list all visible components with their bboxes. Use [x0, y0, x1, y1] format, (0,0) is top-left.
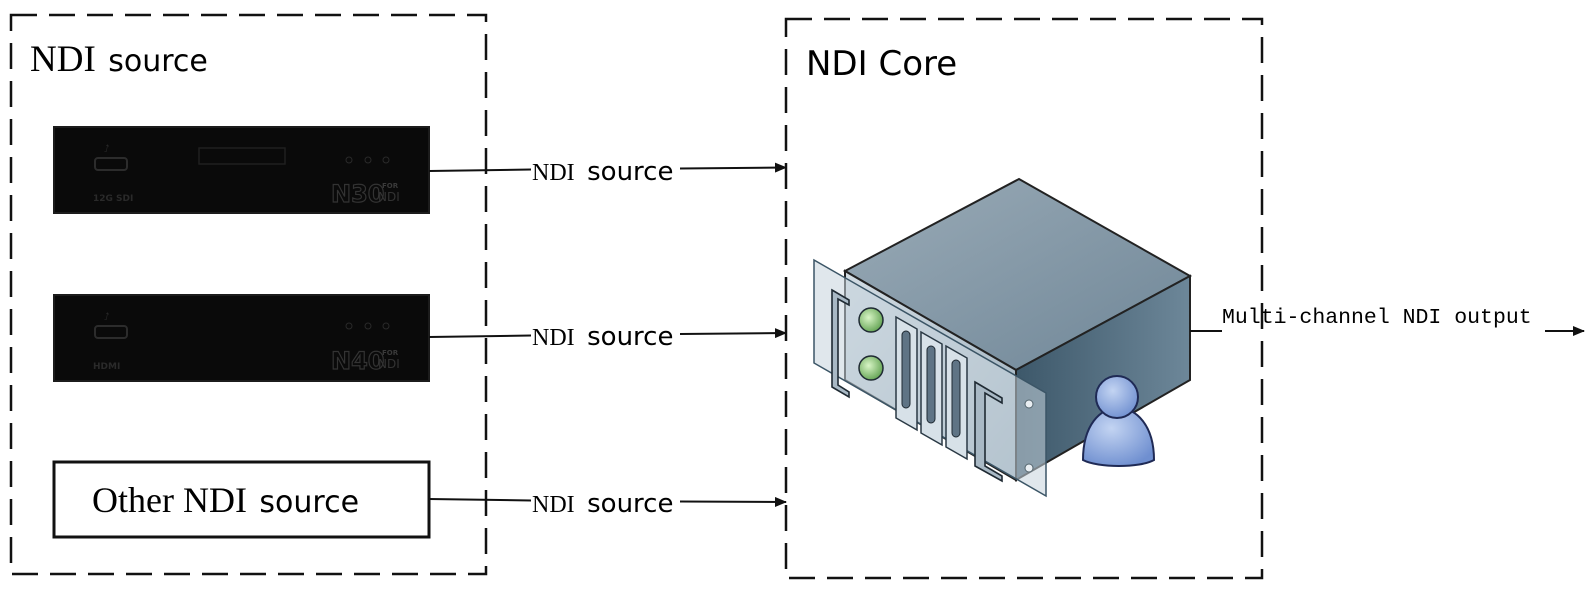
connection-3: NDI source: [428, 489, 787, 519]
device-badge-bottom: NDI: [378, 357, 400, 371]
power-led-icon: [858, 307, 884, 333]
connection-1: NDI source: [428, 157, 787, 187]
core-group: NDI Core: [784, 17, 1264, 580]
device-badge-top: FOR: [382, 349, 399, 357]
device-port-label: 12G SDI: [93, 194, 133, 204]
encoder-device-n40: ⭜ HDMI N40 FOR NDI: [53, 294, 430, 382]
source-group: NDI source: [9, 13, 488, 576]
status-led-icon: [364, 156, 372, 164]
device-model: N30: [331, 180, 384, 208]
screw-icon: [1024, 463, 1034, 473]
connection-label: NDI source: [532, 322, 673, 352]
user-icon: [1081, 375, 1156, 467]
status-led-icon: [345, 322, 353, 330]
other-source-box: Other NDI source: [52, 460, 431, 539]
device-model: N40: [331, 347, 384, 375]
hdmi-port-icon: [94, 325, 128, 339]
device-badge-bottom: NDI: [378, 190, 400, 204]
sdi-port-icon: [94, 157, 128, 171]
server-icon: [813, 177, 1193, 498]
connection-label: NDI source: [532, 157, 673, 187]
other-source-label: Other NDI source: [92, 480, 359, 520]
source-group-border: [9, 13, 488, 576]
connection-2: NDI source: [428, 322, 787, 352]
device-badge-top: FOR: [382, 182, 399, 190]
status-led-icon: [345, 156, 353, 164]
screw-icon: [1024, 399, 1034, 409]
rack-handle-left: [831, 288, 850, 399]
core-group-title: NDI Core: [806, 44, 957, 84]
core-group-border: [784, 17, 1264, 580]
display-slot: [198, 147, 286, 165]
output-label: Multi-channel NDI output: [1222, 306, 1532, 330]
drive-bays: [895, 315, 968, 461]
status-led-icon: [382, 156, 390, 164]
status-led-icon: [364, 322, 372, 330]
encoder-device-n30: ⭜ 12G SDI N30 FOR NDI: [53, 126, 430, 214]
device-port-label: HDMI: [93, 362, 120, 372]
status-led-icon: [382, 322, 390, 330]
source-group-title: NDI source: [30, 39, 208, 80]
usb-icon: ⭜: [104, 144, 109, 155]
connection-label: NDI source: [532, 489, 673, 519]
rack-handle-right: [974, 380, 1003, 483]
power-led-icon: [858, 355, 884, 381]
output-connection: Multi-channel NDI output: [1190, 306, 1585, 336]
usb-icon: ⭜: [104, 312, 109, 323]
